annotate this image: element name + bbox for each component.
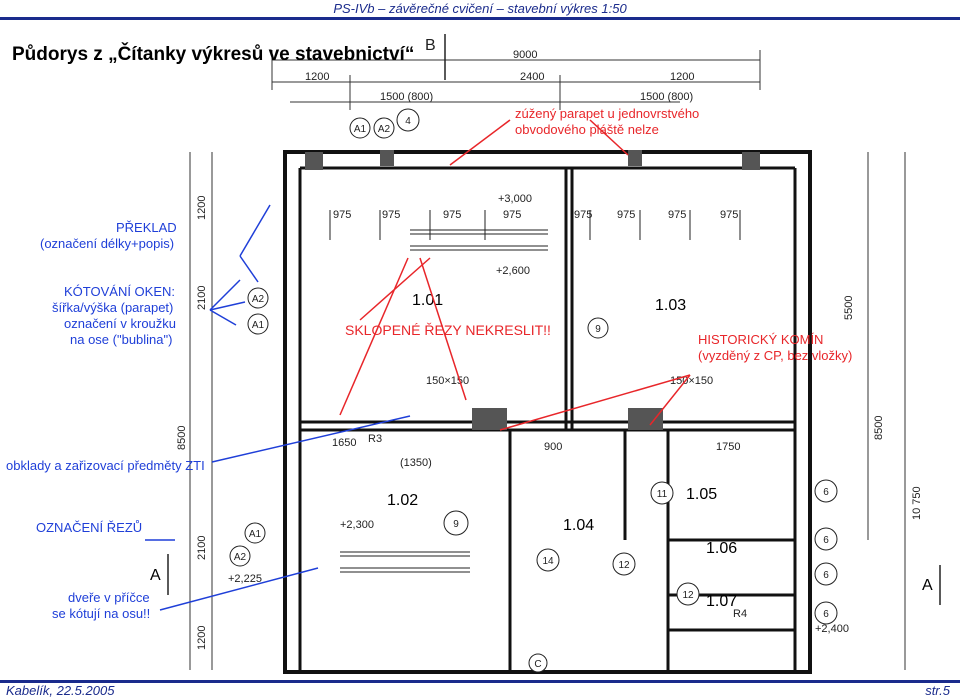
svg-text:A1: A1 bbox=[354, 124, 367, 135]
top-dimension-lines bbox=[271, 50, 761, 110]
svg-text:14: 14 bbox=[542, 556, 554, 567]
footer-rule bbox=[0, 680, 960, 683]
footer: Kabelík, 22.5.2005 str.5 bbox=[0, 678, 960, 700]
header-subtitle: PS-IVb – závěrečné cvičení – stavební vý… bbox=[333, 1, 627, 16]
room-1-05: 1.05 bbox=[686, 486, 717, 503]
room-1-03: 1.03 bbox=[655, 297, 686, 314]
annot-dvere-1: dveře v příčce bbox=[68, 590, 150, 605]
dim-1650: 1650 bbox=[332, 437, 356, 449]
section-mark-b: B bbox=[425, 37, 436, 54]
svg-text:A2: A2 bbox=[378, 124, 391, 135]
dim-975-7: 975 bbox=[668, 209, 686, 221]
annot-preklad-1: PŘEKLAD bbox=[116, 220, 177, 235]
annot-zuzeny-1: zúžený parapet u jednovrstvého bbox=[515, 106, 700, 121]
dim-1750: 1750 bbox=[716, 441, 740, 453]
dim-r4: R4 bbox=[733, 608, 747, 620]
svg-text:6: 6 bbox=[823, 609, 829, 620]
annot-komin-2: (vyzděný z CP, bez vložky) bbox=[698, 348, 853, 363]
annot-kotovani-2: šířka/výška (parapet) bbox=[52, 300, 174, 315]
footer-author-date: Kabelík, 22.5.2005 bbox=[6, 683, 115, 698]
annot-zuzeny-2: obvodového pláště nelze bbox=[515, 122, 659, 137]
dim-1350: (1350) bbox=[400, 457, 432, 469]
header: PS-IVb – závěrečné cvičení – stavební vý… bbox=[0, 0, 960, 20]
dim-975-2: 975 bbox=[382, 209, 400, 221]
room-1-06: 1.06 bbox=[706, 540, 737, 557]
svg-text:A1: A1 bbox=[249, 529, 262, 540]
section-mark-a-right: A bbox=[922, 577, 933, 594]
dim-975-6: 975 bbox=[617, 209, 635, 221]
axis-bubbles bbox=[229, 108, 838, 673]
dim-left-2100a: 2100 bbox=[196, 286, 208, 310]
annot-preklad-2: (označení délky+popis) bbox=[40, 236, 175, 251]
room-1-04: 1.04 bbox=[563, 517, 594, 534]
dim-975-4: 975 bbox=[503, 209, 521, 221]
dim-right-8500: 8500 bbox=[873, 416, 885, 440]
svg-text:11: 11 bbox=[657, 489, 668, 500]
dim-left-1200a: 1200 bbox=[196, 196, 208, 220]
dim-top-5: 1500 (800) bbox=[640, 91, 693, 103]
svg-text:6: 6 bbox=[823, 570, 829, 581]
svg-text:A2: A2 bbox=[234, 552, 247, 563]
dim-level-3000: +3,000 bbox=[498, 193, 532, 205]
dim-left-2100b: 2100 bbox=[196, 536, 208, 560]
dim-900: 900 bbox=[544, 441, 562, 453]
annot-kotovani-3: označení v kroužku bbox=[64, 316, 177, 331]
inner-walls bbox=[298, 166, 797, 670]
dim-975-1: 975 bbox=[333, 209, 351, 221]
dim-975-5: 975 bbox=[574, 209, 592, 221]
dim-level-2300: +2,300 bbox=[340, 519, 374, 531]
window-ticks bbox=[329, 210, 741, 240]
dim-right-5500: 5500 bbox=[843, 296, 855, 320]
dim-975-3: 975 bbox=[443, 209, 461, 221]
dim-top-4: 1500 (800) bbox=[380, 91, 433, 103]
section-strips bbox=[340, 229, 548, 573]
dim-level-2600: +2,600 bbox=[496, 265, 530, 277]
dim-left-8500: 8500 bbox=[176, 426, 188, 450]
dim-r3: R3 bbox=[368, 433, 382, 445]
dim-level-2400: +2,400 bbox=[815, 623, 849, 635]
blue-arrows bbox=[145, 204, 411, 611]
outer-walls bbox=[283, 150, 812, 674]
section-mark-a-left: A bbox=[150, 567, 161, 584]
dim-150x150-b: 150×150 bbox=[670, 375, 713, 387]
room-1-07: 1.07 bbox=[706, 593, 737, 610]
annot-dvere-2: se kótují na osu!! bbox=[52, 606, 151, 621]
dim-975-8: 975 bbox=[720, 209, 738, 221]
svg-text:4: 4 bbox=[405, 116, 411, 127]
svg-text:9: 9 bbox=[595, 324, 601, 335]
page-title: Půdorys z „Čítanky výkresů ve stavebnict… bbox=[12, 44, 415, 65]
svg-text:C: C bbox=[534, 659, 541, 670]
annot-obklady: obklady a zařizovací předměty ZTI bbox=[6, 458, 205, 473]
svg-text:12: 12 bbox=[618, 560, 630, 571]
dim-top-total: 9000 bbox=[513, 49, 537, 61]
chimneys bbox=[305, 150, 760, 430]
svg-text:A2: A2 bbox=[252, 294, 265, 305]
svg-text:A1: A1 bbox=[252, 320, 265, 331]
floor-plan-drawing: 9000 1200 2400 1200 1500 (800) 1500 (800… bbox=[0, 20, 960, 678]
svg-text:12: 12 bbox=[682, 590, 694, 601]
dim-level-2225: +2,225 bbox=[228, 573, 262, 585]
dim-top-1: 1200 bbox=[305, 71, 329, 83]
svg-text:6: 6 bbox=[823, 487, 829, 498]
room-1-02: 1.02 bbox=[387, 492, 418, 509]
annot-kotovani-1: KÓTOVÁNÍ OKEN: bbox=[64, 284, 176, 299]
annot-kotovani-4: na ose ("bublina") bbox=[70, 332, 173, 347]
dim-150x150-a: 150×150 bbox=[426, 375, 469, 387]
dim-top-3: 1200 bbox=[670, 71, 694, 83]
room-1-01: 1.01 bbox=[412, 292, 443, 309]
dim-left-1200b: 1200 bbox=[196, 626, 208, 650]
annot-sklopene: SKLOPENÉ ŘEZY NEKRESLIT!! bbox=[345, 322, 551, 338]
dim-right-total: 10 750 bbox=[911, 486, 923, 520]
svg-text:9: 9 bbox=[453, 519, 459, 530]
annot-komin-1: HISTORICKÝ KOMÍN bbox=[698, 332, 824, 347]
header-rule bbox=[0, 17, 960, 20]
annot-oznaceni-rezu: OZNAČENÍ ŘEZŮ bbox=[36, 520, 143, 535]
red-arrows bbox=[339, 119, 691, 431]
footer-page: str.5 bbox=[925, 683, 950, 698]
dim-top-2: 2400 bbox=[520, 71, 544, 83]
svg-text:6: 6 bbox=[823, 535, 829, 546]
